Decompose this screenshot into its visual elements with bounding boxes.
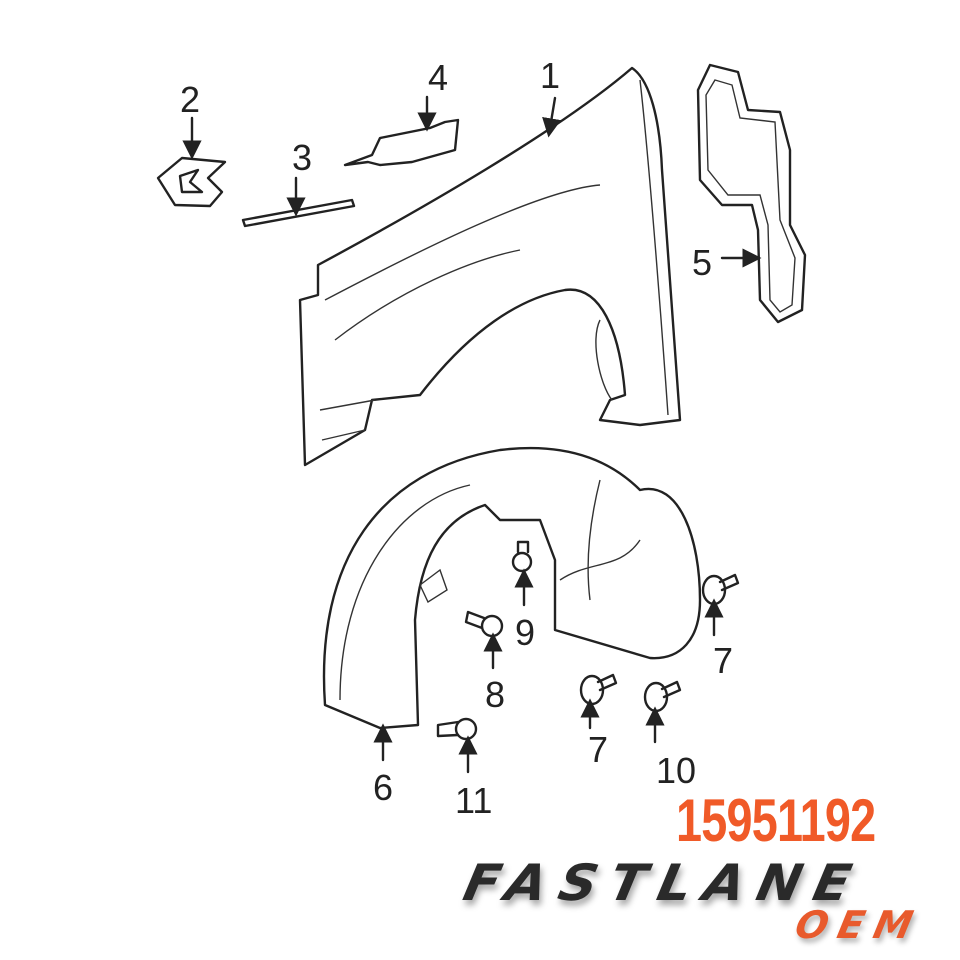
callout-3: 3 [292,137,312,178]
seal-part-5 [696,63,807,324]
strip-part-3 [241,198,356,228]
brand-logo-subtext: OEM [791,903,927,947]
callout-10: 10 [656,750,696,791]
callout-4: 4 [428,57,448,98]
callout-7b: 7 [588,729,608,770]
wheelhouse-liner-part-6 [322,446,702,730]
clip-part-2 [156,156,227,208]
callout-11: 11 [455,780,492,821]
callout-8: 8 [485,674,505,715]
brand-logo-text: FASTLANE [458,854,869,912]
callout-6: 6 [373,767,393,808]
fender-part-1 [298,66,682,467]
bracket-part-4 [343,118,460,167]
part-number: 15951192 [676,787,876,854]
callout-arrows [182,95,762,774]
callout-7a: 7 [713,640,733,681]
callout-2: 2 [180,79,200,120]
callout-9: 9 [515,612,535,653]
callout-5: 5 [692,242,712,283]
callout-1: 1 [540,55,560,96]
